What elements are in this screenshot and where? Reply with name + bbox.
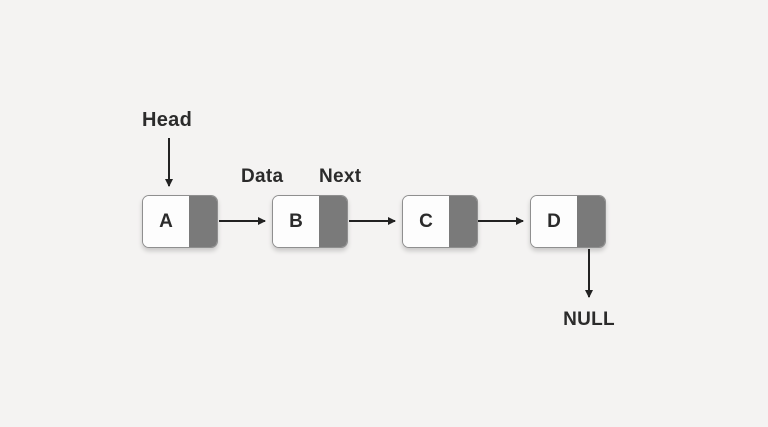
head-label: Head [142, 109, 193, 131]
node-next-pointer-cell [449, 196, 477, 247]
node-data-cell: D [531, 196, 577, 247]
null-label: NULL [563, 309, 615, 330]
next-field-label: Next [319, 166, 362, 187]
node-next-pointer-cell [319, 196, 347, 247]
list-node-c: C [402, 195, 478, 248]
list-node-a: A [142, 195, 218, 248]
list-node-b: B [272, 195, 348, 248]
list-node-d: D [530, 195, 606, 248]
node-next-pointer-cell [577, 196, 605, 247]
data-field-label: Data [241, 166, 284, 187]
node-data-cell: A [143, 196, 189, 247]
node-next-pointer-cell [189, 196, 217, 247]
node-data-cell: B [273, 196, 319, 247]
node-data-cell: C [403, 196, 449, 247]
